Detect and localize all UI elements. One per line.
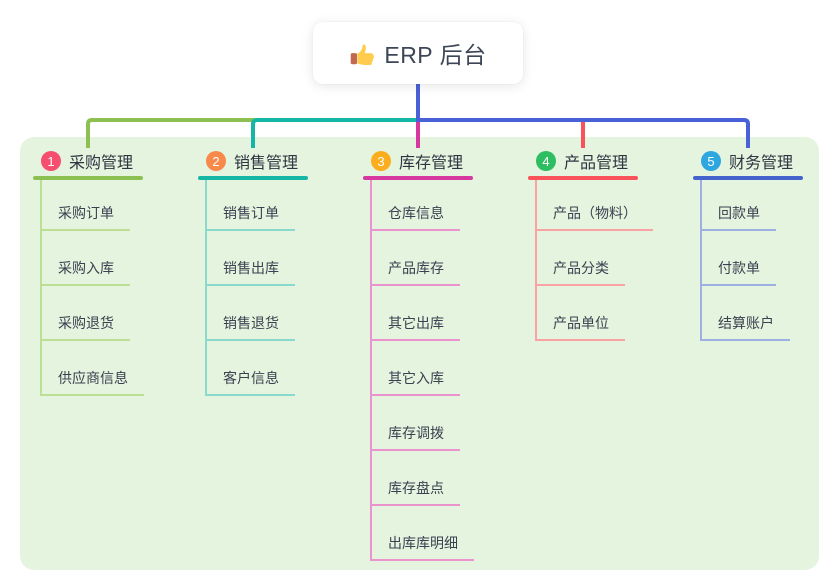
child-node[interactable]: 客户信息	[205, 368, 295, 396]
child-node[interactable]: 采购退货	[40, 313, 130, 341]
child-node[interactable]: 其它出库	[370, 313, 460, 341]
branch-node-3[interactable]: 3 库存管理	[371, 150, 463, 172]
child-node[interactable]: 结算账户	[700, 313, 790, 341]
child-node[interactable]: 出库库明细	[370, 533, 474, 561]
branch-child-spine	[370, 180, 372, 561]
branch-badge: 4	[536, 151, 556, 171]
branch-child-spine	[205, 180, 207, 396]
branch-underline	[693, 176, 803, 180]
branch-badge: 5	[701, 151, 721, 171]
child-node[interactable]: 产品（物料）	[535, 203, 653, 231]
child-node[interactable]: 付款单	[700, 258, 776, 286]
branch-label: 库存管理	[399, 155, 464, 172]
branches-panel	[20, 137, 819, 570]
child-node[interactable]: 库存调拨	[370, 423, 460, 451]
child-node[interactable]: 产品分类	[535, 258, 625, 286]
branch-label: 销售管理	[234, 155, 299, 172]
child-node[interactable]: 供应商信息	[40, 368, 144, 396]
branch-underline	[528, 176, 638, 180]
branch-label: 采购管理	[69, 155, 134, 172]
branch-node-1[interactable]: 1 采购管理	[41, 150, 133, 172]
root-node-label: ERP 后台	[384, 42, 487, 68]
branch-node-2[interactable]: 2 销售管理	[206, 150, 298, 172]
child-node[interactable]: 采购入库	[40, 258, 130, 286]
child-node[interactable]: 产品库存	[370, 258, 460, 286]
child-node[interactable]: 仓库信息	[370, 203, 460, 231]
child-node[interactable]: 销售出库	[205, 258, 295, 286]
branch-child-spine	[700, 180, 702, 341]
branch-label: 财务管理	[729, 155, 794, 172]
thumbs-up-icon	[349, 41, 375, 66]
branch-label: 产品管理	[564, 155, 629, 172]
branch-underline	[363, 176, 473, 180]
root-node[interactable]: ERP 后台	[313, 22, 523, 84]
branch-underline	[33, 176, 143, 180]
branch-node-4[interactable]: 4 产品管理	[536, 150, 628, 172]
child-node[interactable]: 销售退货	[205, 313, 295, 341]
branch-child-spine	[40, 180, 42, 396]
child-node[interactable]: 销售订单	[205, 203, 295, 231]
child-node[interactable]: 库存盘点	[370, 478, 460, 506]
branch-child-spine	[535, 180, 537, 341]
child-node[interactable]: 采购订单	[40, 203, 130, 231]
branch-badge: 2	[206, 151, 226, 171]
child-node[interactable]: 产品单位	[535, 313, 625, 341]
branch-badge: 1	[41, 151, 61, 171]
branch-node-5[interactable]: 5 财务管理	[701, 150, 793, 172]
child-node[interactable]: 其它入库	[370, 368, 460, 396]
branch-underline	[198, 176, 308, 180]
child-node[interactable]: 回款单	[700, 203, 776, 231]
branch-badge: 3	[371, 151, 391, 171]
